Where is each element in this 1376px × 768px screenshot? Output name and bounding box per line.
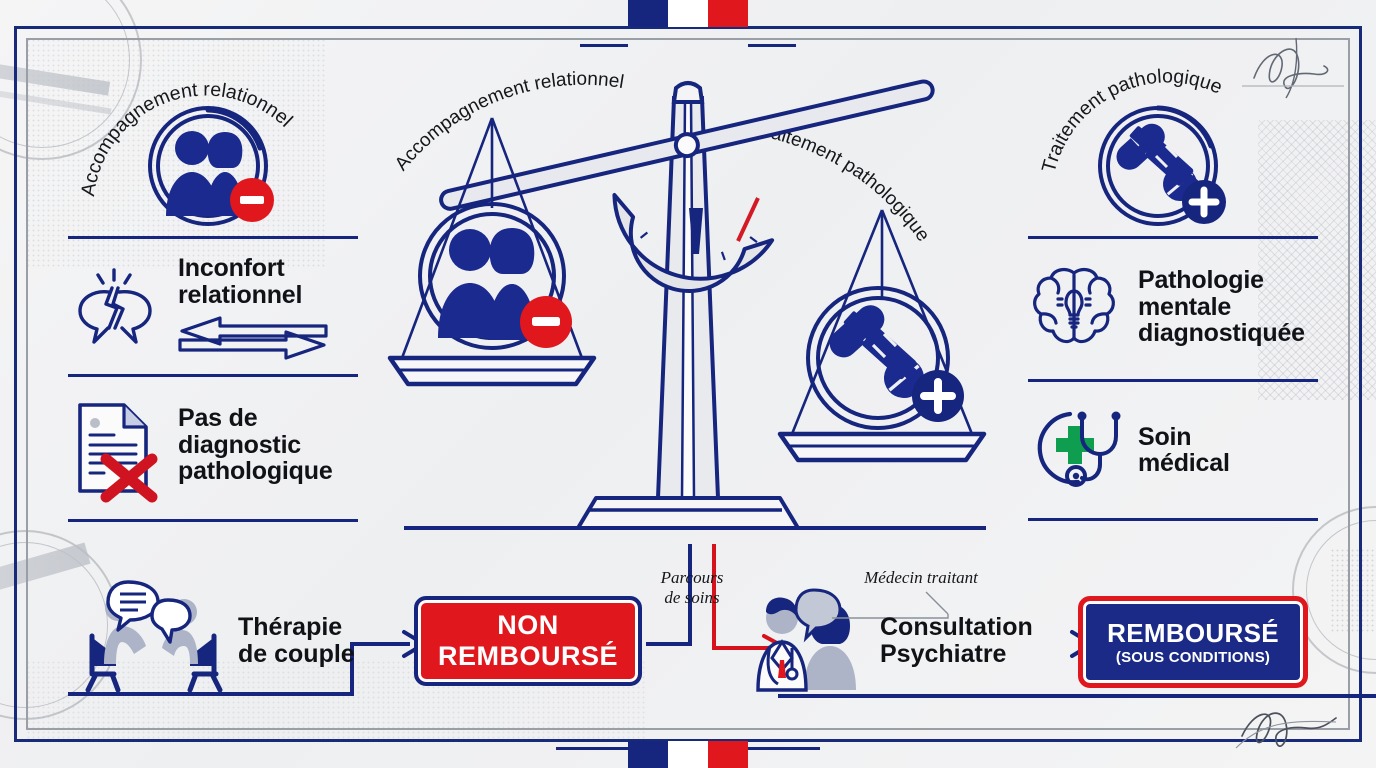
signature-bottom-right	[1235, 712, 1337, 749]
divider	[68, 236, 358, 239]
divider	[1028, 518, 1318, 521]
balance-right-arm-label: Traitement pathologique	[752, 119, 933, 246]
flag-rule-top-right	[748, 44, 796, 47]
list-item: Soin médical	[1028, 382, 1318, 510]
therapy-label: Thérapie de couple	[238, 613, 355, 668]
rembourse-line2: (SOUS CONDITIONS)	[1115, 649, 1271, 666]
divider	[68, 374, 358, 377]
list-item-label: Inconfort relationnel	[178, 254, 303, 309]
list-item: Pas de diagnostic pathologique	[68, 377, 358, 505]
doctor-callout-label: Médecin traitant	[864, 568, 978, 587]
divider	[68, 519, 358, 522]
brain-bulb-icon	[1028, 261, 1120, 353]
signature-top-right	[1242, 37, 1344, 99]
balance-scale: Accompagnement relationnel Traitement pa…	[387, 69, 987, 530]
branch-label: Parcours de soins	[660, 568, 724, 607]
french-flag-top	[628, 0, 748, 27]
psychiatrist-patient-icon	[756, 588, 856, 692]
balance-right-pan-icon	[806, 286, 964, 430]
list-item-label: Soin médical	[1138, 422, 1230, 477]
left-column-list: Inconfort relationnel	[68, 236, 358, 522]
broken-speech-bubbles-icon	[68, 262, 160, 354]
french-flag-bottom	[628, 741, 748, 768]
flag-rule-bottom-right	[748, 747, 820, 750]
pill-syringe-icon	[1098, 105, 1226, 226]
list-item: Pathologie mentale diagnostiquée	[1028, 239, 1318, 367]
list-item-label: Pas de diagnostic pathologique	[178, 404, 333, 486]
consultation-label: Consultation Psychiatre	[880, 613, 1033, 668]
flag-rule-top-left	[580, 44, 628, 47]
couple-icon	[148, 106, 274, 226]
rembourse-line1: REMBOURSÉ	[1107, 618, 1279, 648]
frame-outer-border	[14, 26, 1362, 742]
list-item: Inconfort relationnel	[68, 239, 358, 374]
callout-leader-line	[832, 591, 949, 619]
list-item-label: Pathologie mentale diagnostiquée	[1138, 266, 1305, 348]
right-column-list: Pathologie mentale diagnostiquée	[1028, 236, 1318, 521]
non-rembourse-line1: NON	[497, 610, 559, 640]
couple-therapy-icon	[85, 580, 223, 693]
document-cross-icon	[68, 399, 160, 503]
non-rembourse-line2: REMBOURSÉ	[437, 641, 618, 671]
right-badge-group: Traitement pathologique	[1038, 65, 1278, 235]
balance-left-pan-icon	[418, 202, 572, 350]
non-rembourse-badge[interactable]: NON REMBOURSÉ	[414, 596, 642, 686]
svg-text:Traitement pathologique: Traitement pathologique	[752, 119, 933, 246]
divider	[1028, 236, 1318, 239]
double-arrow-icon	[178, 316, 328, 360]
frame-inner-border	[26, 38, 1350, 730]
left-badge-group: Accompagnement relationnel	[77, 79, 318, 234]
flag-rule-bottom-left	[556, 747, 628, 750]
divider	[1028, 379, 1318, 382]
rembourse-badge[interactable]: REMBOURSÉ (SOUS CONDITIONS)	[1078, 596, 1308, 688]
stethoscope-cross-icon	[1028, 404, 1121, 496]
